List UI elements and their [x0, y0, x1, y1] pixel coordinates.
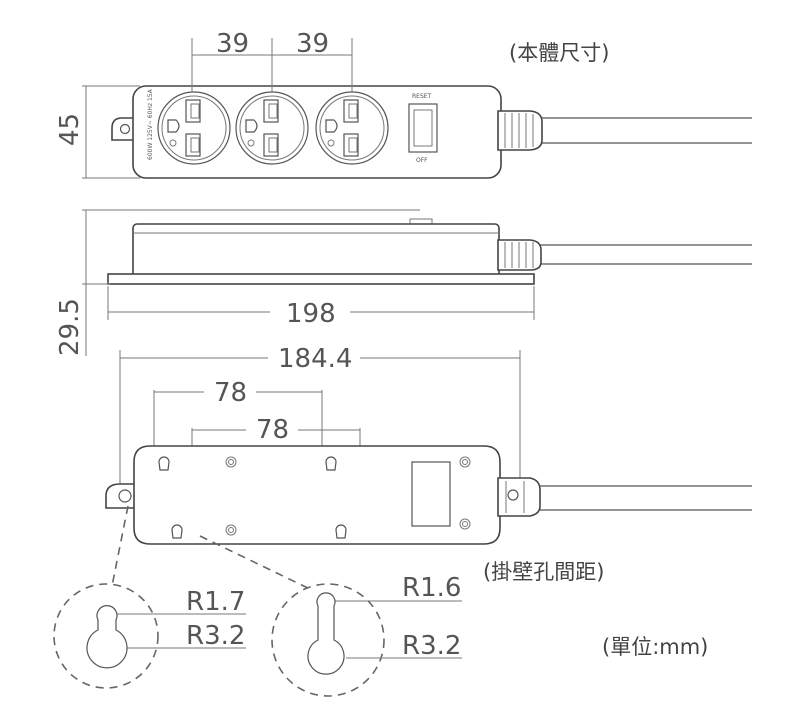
thickness-dimension-lines — [82, 209, 420, 356]
off-label: OFF — [416, 157, 428, 164]
pitch-dimension-lines — [191, 38, 353, 92]
top-cord-strain-relief — [497, 110, 543, 151]
pitch-dim-2: 39 — [296, 29, 329, 59]
bottom-view-body — [133, 445, 501, 545]
bottom-view-tab — [105, 483, 139, 509]
unit-label: (單位:mm) — [602, 635, 708, 659]
pitch-dim-1: 39 — [216, 29, 249, 59]
height-dim: 45 — [55, 113, 85, 146]
bottom-view: 184.4 78 78 — [53, 344, 752, 697]
thickness-dim: 29.5 — [55, 298, 85, 356]
outlet-3 — [315, 91, 389, 165]
bottom-cord-strain-relief — [497, 477, 541, 517]
keyhole-detail-left — [86, 605, 128, 669]
side-view: 198 29.5 — [55, 209, 752, 356]
leader-left — [111, 505, 129, 587]
reset-switch-rocker — [413, 109, 433, 147]
reset-label: RESET — [412, 93, 432, 100]
hole-spacing-1-dim: 78 — [214, 378, 247, 408]
hole-spacing-2-dim: 78 — [256, 415, 289, 445]
length-dimension-lines — [107, 286, 535, 320]
height-dimension-lines — [82, 85, 140, 179]
radius-large-left: R3.2 — [186, 621, 245, 651]
rating-label: 600W 125V~ 60Hz 15A — [147, 88, 154, 160]
top-view-tab-hole — [119, 123, 131, 135]
leader-right — [199, 535, 313, 591]
radius-small-right: R1.6 — [402, 573, 461, 603]
base-length-dim: 184.4 — [278, 344, 352, 374]
body-size-label: (本體尺寸) — [509, 41, 609, 65]
top-view-tab — [111, 117, 136, 141]
length-dim: 198 — [286, 299, 336, 329]
reset-switch — [408, 103, 438, 153]
radius-small-left: R1.7 — [186, 587, 245, 617]
bottom-screws — [225, 456, 471, 536]
side-view-body — [132, 223, 500, 279]
detail-circle-right — [271, 583, 385, 697]
keyhole-detail-right — [307, 592, 345, 675]
outlet-1 — [157, 91, 231, 165]
side-cord-ribs — [504, 242, 534, 268]
radius-large-right: R3.2 — [402, 631, 461, 661]
top-view: 600W 125V~ 60Hz 15A RESET OFF — [55, 29, 752, 179]
keyhole-slots — [158, 456, 347, 539]
top-cord-ribs — [504, 113, 534, 148]
bottom-label-plate — [411, 461, 451, 527]
side-view-base — [107, 273, 535, 285]
detail-circle-left — [53, 583, 159, 689]
hanging-distance-label: (掛壁孔間距) — [483, 560, 604, 584]
base-length-dimension-lines — [119, 350, 521, 500]
